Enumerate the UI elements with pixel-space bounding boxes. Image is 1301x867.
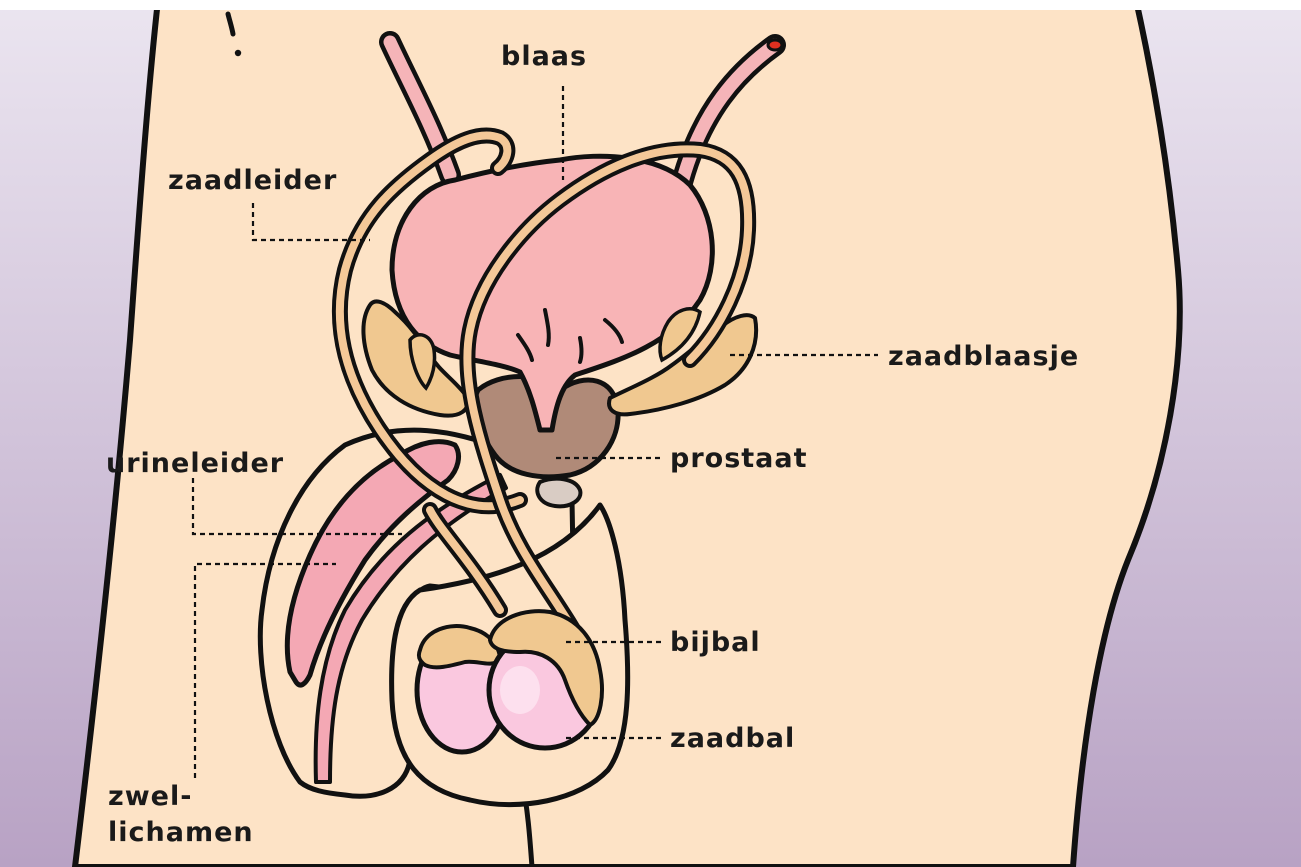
label-zaadblaasje: zaadblaasje bbox=[888, 338, 1079, 376]
body-silhouette bbox=[75, 0, 1180, 867]
label-zaadleider: zaadleider bbox=[168, 162, 337, 200]
label-zwellichamen-line1: zwel- bbox=[108, 778, 192, 816]
label-zwellichamen-line2: lichamen bbox=[108, 814, 254, 852]
top-frame-band bbox=[0, 0, 1301, 10]
bulbourethral-gland bbox=[537, 479, 580, 507]
label-prostaat: prostaat bbox=[670, 440, 808, 478]
right-ureter-tip bbox=[768, 40, 782, 50]
label-urineleider: urineleider bbox=[106, 445, 284, 483]
label-blaas: blaas bbox=[501, 38, 587, 76]
label-bijbal: bijbal bbox=[670, 624, 761, 662]
label-zaadbal: zaadbal bbox=[670, 720, 795, 758]
bladder-fold-4 bbox=[580, 338, 582, 362]
testis-highlight bbox=[500, 666, 540, 714]
navel-dot bbox=[235, 50, 241, 56]
